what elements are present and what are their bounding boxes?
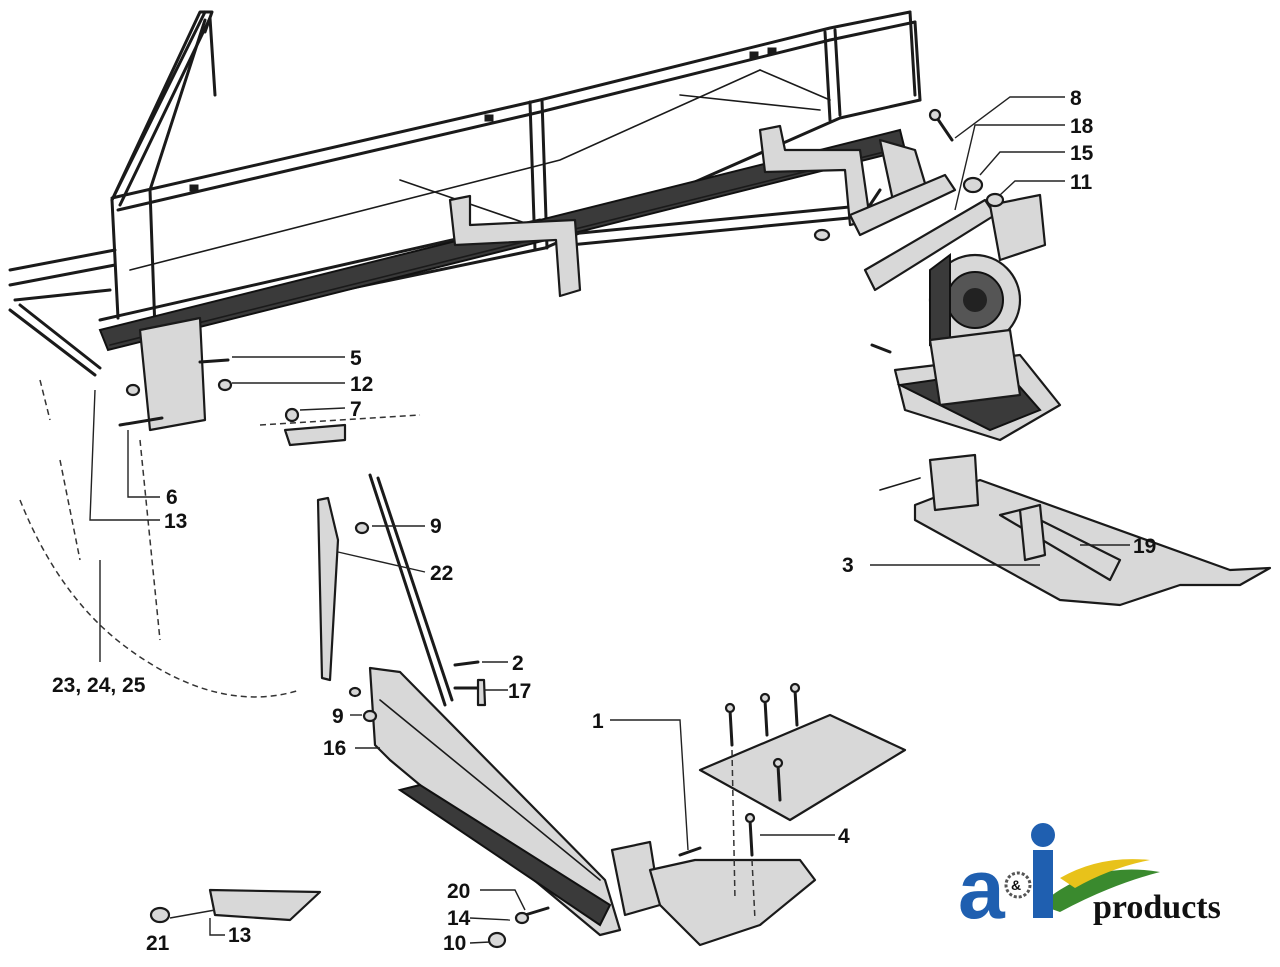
ai-products-logo: a & products [958,823,1221,936]
logo-swoosh-yellow [1060,859,1150,888]
callout-2: 2 [512,652,524,675]
callout-3: 3 [842,554,854,577]
logo-swoosh-green [1040,869,1160,912]
leader-lines [89,96,1130,944]
callout-13-bottom: 13 [228,924,251,947]
callout-11: 11 [1070,171,1093,194]
callout-6: 6 [166,486,178,509]
beam-bracket-plates [138,124,872,432]
callout-20: 20 [447,880,470,903]
callout-22: 22 [430,562,453,585]
callout-17: 17 [508,680,531,703]
callout-1: 1 [592,710,604,733]
callout-10: 10 [443,932,466,955]
small-hardware [118,358,550,949]
callout-labels: 8 18 15 11 5 12 7 6 13 9 22 23, 24, 25 2… [52,87,1156,955]
callout-9-bottom: 9 [332,705,344,728]
logo-ampersand: & [1011,877,1021,893]
callout-8: 8 [1070,87,1082,110]
logo-word-products: products [1093,889,1221,926]
logo-letter-i-stem [1033,850,1053,918]
gearbox-assembly [813,108,1062,442]
callout-5: 5 [350,347,362,370]
callout-15: 15 [1070,142,1094,165]
callout-4: 4 [838,825,850,848]
shoe-plate-assembly [610,682,907,947]
callout-13-top: 13 [164,510,187,533]
logo-gear-icon [1004,871,1032,899]
divider-assembly [283,407,622,937]
callout-9-top: 9 [430,515,442,538]
skid-shoe [879,453,1272,607]
callout-19: 19 [1133,535,1156,558]
phantom-outlines [19,379,421,698]
callout-21: 21 [146,932,170,955]
callout-18: 18 [1070,115,1094,138]
callout-12: 12 [350,373,373,396]
logo-letter-i-dot [1031,823,1055,847]
callout-7: 7 [350,398,362,421]
logo-letter-a: a [958,842,1006,936]
guard-rail-frame [8,10,922,377]
callout-16: 16 [323,737,346,760]
callout-23-24-25: 23, 24, 25 [52,674,146,697]
callout-14: 14 [447,907,471,930]
